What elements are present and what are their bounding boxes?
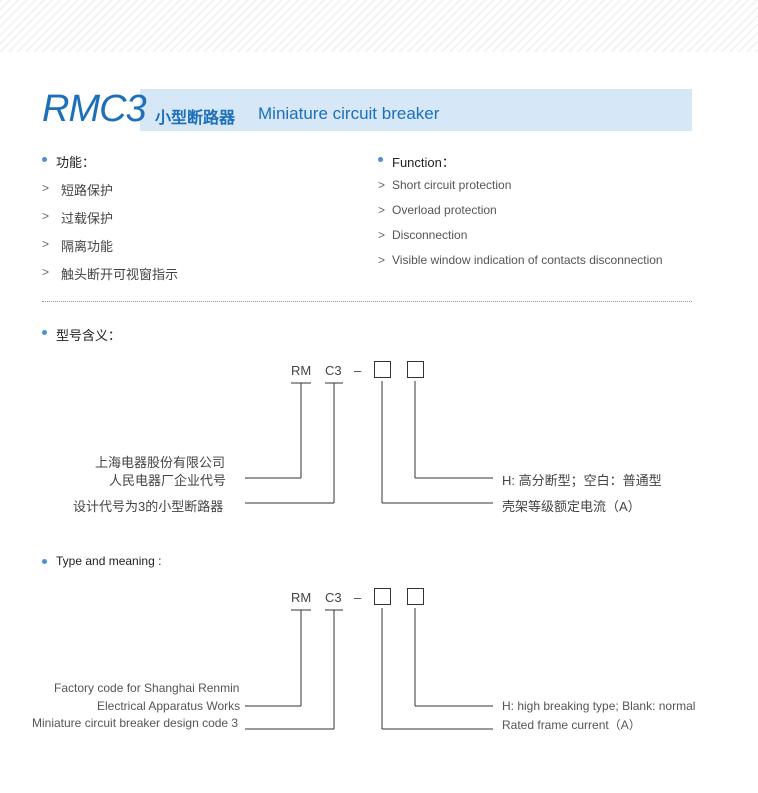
function-item-cn: 触头断开可视窗指示	[61, 267, 179, 282]
meaning-left-label: 人民电器厂企业代号	[109, 473, 227, 488]
function-item-cn: 过载保护	[61, 211, 114, 226]
bullet-dot-icon	[378, 157, 383, 162]
bullet-dot-icon	[42, 330, 47, 335]
meaning-left-label: Miniature circuit breaker design code 3	[32, 716, 239, 730]
meaning-left-label: 设计代号为3的小型断路器	[73, 499, 224, 514]
arrow-icon: >	[42, 209, 50, 223]
code-placeholder-box	[407, 588, 424, 605]
meaning-left-label: Electrical Apparatus Works	[97, 699, 241, 713]
code-placeholder-box	[374, 361, 391, 378]
code-c3: C3	[325, 590, 342, 605]
code-c3: C3	[325, 363, 342, 378]
bullet-dot-icon	[42, 559, 47, 564]
code-placeholder-box	[407, 361, 424, 378]
meaning-right-label: Rated frame current（A）	[502, 718, 641, 732]
code-rm: RM	[291, 590, 312, 605]
section-divider	[42, 301, 692, 302]
arrow-icon: >	[378, 178, 386, 192]
function-item-en: Short circuit protection	[392, 178, 512, 192]
meaning-left-label: 上海电器股份有限公司	[95, 455, 226, 470]
meaning-heading-en: Type and meaning :	[56, 554, 162, 568]
arrow-icon: >	[42, 265, 50, 279]
bullet-dot-icon	[42, 157, 47, 162]
function-item-en: Disconnection	[392, 228, 468, 242]
meaning-left-label: Factory code for Shanghai Renmin	[54, 681, 240, 695]
meaning-right-label: 壳架等级额定电流（A）	[502, 499, 641, 514]
meaning-heading-cn: 型号含义：	[56, 328, 122, 343]
function-item-cn: 短路保护	[61, 183, 114, 198]
arrow-icon: >	[42, 237, 50, 251]
function-heading-cn: 功能：	[56, 155, 96, 170]
arrow-icon: >	[378, 228, 386, 242]
title-english: Miniature circuit breaker	[258, 104, 440, 123]
arrow-icon: >	[378, 253, 386, 267]
code-placeholder-box	[374, 588, 391, 605]
code-dash: –	[354, 363, 362, 378]
title-chinese: 小型断路器	[155, 110, 236, 127]
arrow-icon: >	[378, 203, 386, 217]
function-item-en: Visible window indication of contacts di…	[392, 253, 663, 267]
model-number: RMC3	[42, 88, 147, 130]
function-heading-en: Function：	[392, 155, 455, 170]
code-dash: –	[354, 590, 362, 605]
header-hatch-band	[0, 0, 758, 52]
function-item-en: Overload protection	[392, 203, 497, 217]
title-bar	[140, 89, 692, 131]
function-item-cn: 隔离功能	[61, 239, 114, 254]
meaning-right-label: H: 高分断型；空白：普通型	[502, 473, 662, 488]
meaning-right-label: H: high breaking type; Blank: normal	[502, 699, 696, 713]
arrow-icon: >	[42, 181, 50, 195]
code-rm: RM	[291, 363, 312, 378]
